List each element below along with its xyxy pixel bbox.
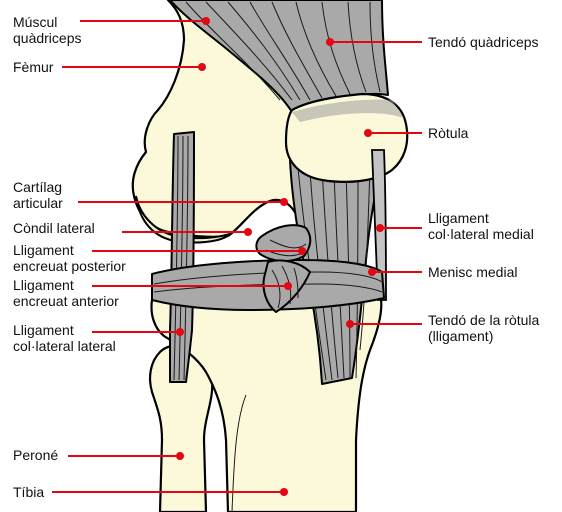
- label-lligament-encreuat-posterior-line1: Lligament: [13, 242, 74, 258]
- callout-condil-lateral: Còndil lateral: [13, 220, 252, 236]
- label-muscul-quadriceps-line2: quàdriceps: [13, 30, 82, 46]
- label-condil-lateral: Còndil lateral: [13, 220, 95, 236]
- marker-tendo-quadriceps: [326, 38, 334, 46]
- label-lligament-encreuat-anterior-line1: Lligament: [13, 277, 74, 293]
- label-lligament-colateral-lateral-line1: Lligament: [13, 322, 74, 338]
- marker-muscul-quadriceps: [202, 17, 210, 25]
- label-menisc-medial: Menisc medial: [428, 264, 517, 280]
- callout-perone: Peroné: [13, 447, 184, 463]
- label-cartilag-articular-line1: Cartílag: [13, 179, 62, 195]
- marker-lligament-colateral-lateral: [176, 328, 184, 336]
- label-muscul-quadriceps-line1: Múscul: [13, 14, 57, 30]
- callout-lligament-colateral-medial: Lligament col·lateral medial: [376, 210, 534, 242]
- label-rotula: Ròtula: [428, 125, 469, 141]
- marker-cartilag-articular: [280, 198, 288, 206]
- marker-perone: [176, 452, 184, 460]
- marker-condil-lateral: [244, 228, 252, 236]
- label-lligament-colateral-lateral-line2: col·lateral lateral: [13, 338, 116, 354]
- label-femur: Fèmur: [13, 59, 54, 75]
- callout-muscul-quadriceps: Múscul quàdriceps: [13, 14, 210, 46]
- label-layer: Múscul quàdriceps Fèmur Cartílag articul…: [13, 14, 540, 500]
- callout-tendo-rotula: Tendó de la ròtula (lligament): [346, 312, 540, 344]
- label-tendo-quadriceps: Tendó quàdriceps: [428, 34, 539, 50]
- knee-illustration: [131, 0, 409, 512]
- marker-lligament-encreuat-posterior: [298, 247, 306, 255]
- marker-tibia: [280, 488, 288, 496]
- marker-femur: [198, 63, 206, 71]
- label-cartilag-articular-line2: articular: [13, 195, 63, 211]
- callout-menisc-medial: Menisc medial: [368, 264, 517, 280]
- marker-lligament-encreuat-anterior: [284, 282, 292, 290]
- marker-tendo-rotula: [346, 320, 354, 328]
- label-tendo-rotula-line2: (lligament): [428, 328, 493, 344]
- articular-cartilage: [135, 195, 234, 244]
- callout-lligament-colateral-lateral: Lligament col·lateral lateral: [13, 322, 184, 354]
- label-perone: Peroné: [13, 447, 58, 463]
- callout-cartilag-articular: Cartílag articular: [13, 179, 288, 211]
- label-tibia: Tíbia: [13, 484, 44, 500]
- callout-tendo-quadriceps: Tendó quàdriceps: [326, 34, 539, 50]
- marker-lligament-colateral-medial: [376, 224, 384, 232]
- callout-lligament-encreuat-posterior: Lligament encreuat posterior: [13, 242, 306, 274]
- label-lligament-encreuat-anterior-line2: encreuat anterior: [13, 293, 119, 309]
- callout-tibia: Tíbia: [13, 484, 288, 500]
- label-lligament-colateral-medial-line1: Lligament: [428, 210, 489, 226]
- callout-rotula: Ròtula: [364, 125, 469, 141]
- callout-lligament-encreuat-anterior: Lligament encreuat anterior: [13, 277, 292, 309]
- callout-femur: Fèmur: [13, 59, 206, 75]
- label-lligament-colateral-medial-line2: col·lateral medial: [428, 226, 534, 242]
- label-tendo-rotula-line1: Tendó de la ròtula: [428, 312, 540, 328]
- marker-menisc-medial: [368, 268, 376, 276]
- label-lligament-encreuat-posterior-line2: encreuat posterior: [13, 258, 126, 274]
- marker-rotula: [364, 129, 372, 137]
